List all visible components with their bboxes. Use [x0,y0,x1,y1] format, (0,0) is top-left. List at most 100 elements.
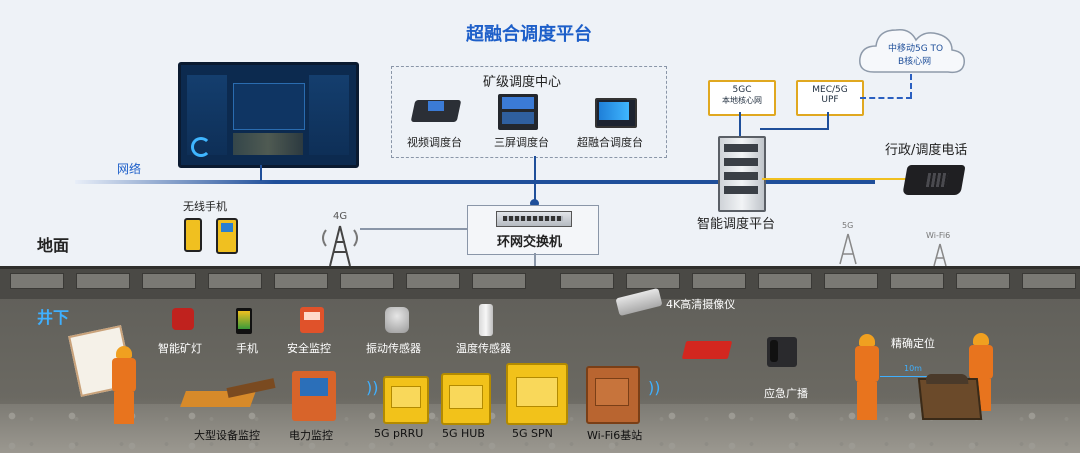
label-wifi6-base: Wi-Fi6基站 [587,429,643,442]
dispatch-center-link [534,156,536,204]
label-smart-lamp: 智能矿灯 [158,342,202,355]
ceiling-brick [340,273,394,289]
worker-body-icon [855,346,879,382]
dashboard-gauge-icon [191,137,211,157]
ceiling-brick [824,273,878,289]
rack-slot-1 [724,144,758,152]
page-title: 超融合调度平台 [466,24,592,45]
positioning-label: 精确定位 [891,337,935,350]
broadcast-label: 应急广播 [764,387,808,400]
label-temperature-sensor: 温度传感器 [456,342,511,355]
worker-body-icon [112,358,136,392]
label-fiveg-hub: 5G HUB [442,427,485,440]
fivegc-line2: 本地核心网 [722,96,762,105]
ore-icon [925,374,969,384]
ceiling-brick [758,273,812,289]
fourg-label: 4G [333,211,348,222]
signal-wave-right-icon: )) [648,378,661,397]
rack-slot-4 [724,186,758,194]
mec-box: MEC/5G UPF [796,80,864,116]
distance-line [880,376,950,377]
mobile-screen-icon [238,311,250,329]
dashboard-chart-center [233,83,305,130]
cloud-icon [859,28,965,74]
dashboard-monitor [178,62,359,168]
dispatch-item-video: 视频调度台 [407,136,462,149]
ceiling-brick [208,273,262,289]
cloud-link-v [910,74,912,98]
helmet-icon [973,333,989,345]
worker-body-icon [969,345,993,379]
power-monitor-screen-icon [300,378,328,396]
ceiling-brick [142,273,196,289]
large-equipment-icon [180,378,277,413]
switch-to-ground-link [360,228,468,230]
label-fiveg-spn: 5G SPN [512,427,553,440]
mec-link-v [827,112,829,130]
ceiling-brick [692,273,746,289]
cloud-link-h [860,97,912,99]
wireless-phone-label: 无线手机 [183,200,227,213]
switch-device-icon [496,211,572,227]
phone-line [762,178,912,180]
desk-phone-keypad-icon [925,173,949,187]
fiveg-hub-device [441,373,491,425]
fivegc-link [739,112,741,138]
broadcast-phone-icon [767,337,797,367]
ceiling-brick [274,273,328,289]
handset-screen-icon [221,223,233,232]
label-power-monitor: 电力监控 [289,429,333,442]
admin-phone-label: 行政/调度电话 [885,143,968,158]
ceiling-brick [956,273,1010,289]
network-backbone [75,180,875,184]
worker-left-icon [108,346,142,426]
signal-wave-icon: )) [366,378,379,397]
dashboard-panel-right [309,75,349,155]
temperature-sensor-icon [479,304,493,336]
power-monitor-icon [292,371,336,421]
rack-slot-3 [724,172,758,180]
dashboard-video-strip [233,133,303,155]
cloud-line1: 中移动5G TO [888,44,944,54]
ceiling-brick [76,273,130,289]
wifi6-tower-icon [933,243,947,267]
worker-right-icon [851,334,883,424]
fiveg-tower-icon [839,233,857,265]
camera-label: 4K高清摄像仪 [666,298,736,311]
worker-legs-icon [857,382,877,420]
smartphone-icon [184,218,202,252]
rack-slot-2 [724,158,758,166]
distance-label: 10m [904,364,922,373]
dispatch-center-title: 矿级调度中心 [483,75,562,90]
server-rack-icon [718,136,766,212]
emergency-device-icon [681,341,733,359]
mec-link-h [760,128,828,130]
fiveg-tower-label: 5G [842,221,854,230]
safety-monitor-icon [300,307,324,333]
monitor-stand-line [260,165,262,181]
mec-line1: MEC/5G [812,85,848,95]
fivegc-box: 5GC 本地核心网 [708,80,776,116]
label-large-equipment: 大型设备监控 [194,429,260,442]
mobile-phone-icon [236,308,252,334]
fiveg-spn-device [506,363,568,425]
ceiling-brick [626,273,680,289]
label-phone: 手机 [236,342,258,355]
smart-platform-label: 智能调度平台 [697,217,776,232]
network-label: 网络 [117,162,142,176]
ceiling-brick [890,273,944,289]
ground-label: 地面 [37,236,70,255]
three-screen-top-icon [502,97,534,109]
desk-phone-icon [902,165,966,195]
ceiling-brick [406,273,460,289]
dispatch-item-three-screen: 三屏调度台 [494,136,549,149]
worker-legs-icon [114,392,134,424]
wifi6-panel-icon [595,378,629,406]
dispatch-node-dot [530,199,539,208]
ceiling-brick [560,273,614,289]
helmet-icon [116,346,132,358]
hyper-console-screen-icon [599,102,629,120]
mine-lamp-icon [172,308,194,330]
ceiling-brick [10,273,64,289]
fourg-tower-icon [322,225,358,267]
